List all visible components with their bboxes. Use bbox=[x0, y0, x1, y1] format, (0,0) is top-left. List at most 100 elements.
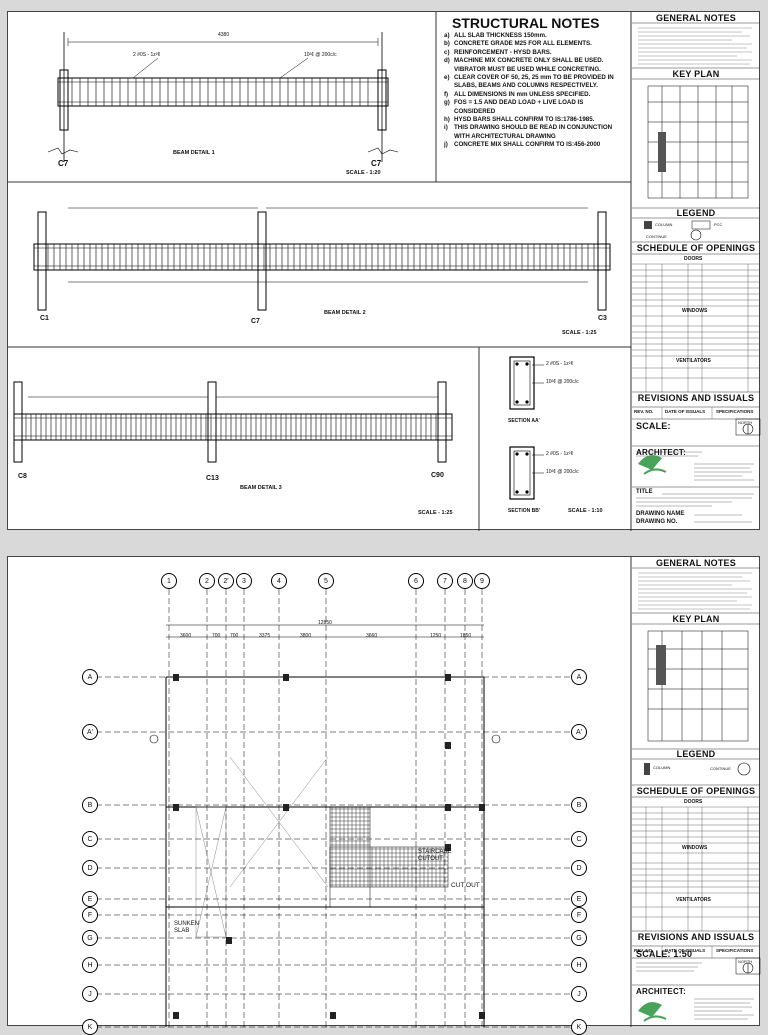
legend-pcc-label: PCC bbox=[714, 222, 723, 227]
grid-row-bubble: F bbox=[571, 907, 587, 923]
legend-heading-2: LEGEND bbox=[676, 749, 716, 759]
structural-note-item: c)REINFORCEMENT - HYSD BARS. bbox=[444, 49, 624, 57]
grid-column-bubble: 2 bbox=[199, 573, 215, 589]
structural-note-item: d)MACHINE MIX CONCRETE ONLY SHALL BE USE… bbox=[444, 57, 624, 74]
structural-note-text: CLEAR COVER OF 50, 25, 25 mm TO BE PROVI… bbox=[454, 74, 614, 90]
structural-note-item: b)CONCRETE GRADE M25 FOR ALL ELEMENTS. bbox=[444, 40, 624, 48]
rev-col-2: DATE OF ISSUALS bbox=[665, 409, 706, 414]
grid-row-bubble: H bbox=[82, 957, 98, 973]
grid-row-bubble: J bbox=[82, 986, 98, 1002]
section-a-label: SECTION AA' bbox=[508, 418, 540, 424]
legend-continue-label-2: CONTINUE bbox=[710, 766, 731, 771]
grid-row-bubble: E bbox=[571, 891, 587, 907]
sub-dimension: 1850 bbox=[460, 633, 472, 639]
rev-col-2-2: DATE OF ISSUALS bbox=[665, 948, 706, 953]
schedule-heading-2: SCHEDULE OF OPENINGS bbox=[636, 786, 756, 796]
grid-row-bubble: E bbox=[82, 891, 98, 907]
beam-3-col-left: C8 bbox=[18, 473, 27, 480]
title-block-2: GENERAL NOTES KEY PLAN LEGEND COLUMN CON… bbox=[632, 557, 761, 1027]
grid-row-bubble: D bbox=[571, 860, 587, 876]
structural-note-key: i) bbox=[444, 124, 448, 132]
grid-column-bubble: 7 bbox=[437, 573, 453, 589]
slab-plan-drawing bbox=[96, 557, 632, 1028]
title-block-2-lines bbox=[632, 567, 761, 1022]
key-plan-heading: KEY PLAN bbox=[672, 69, 720, 79]
structural-note-text: MACHINE MIX CONCRETE ONLY SHALL BE USED.… bbox=[454, 57, 604, 73]
scale-heading-2: SCALE: 1:50 bbox=[636, 949, 693, 959]
beam-3-col-mid: C13 bbox=[206, 475, 219, 482]
beam-3-title: BEAM DETAIL 3 bbox=[240, 485, 282, 491]
structural-note-text: ALL SLAB THICKNESS 150mm. bbox=[454, 32, 547, 39]
structural-note-text: ALL DIMENSIONS IN mm UNLESS SPECIFIED. bbox=[454, 90, 591, 98]
beam-1-col-left: C7 bbox=[58, 159, 69, 168]
beam-sections-drawing bbox=[509, 356, 544, 500]
structural-note-item: f) ALL DIMENSIONS IN mm UNLESS SPECIFIED. bbox=[444, 91, 624, 99]
structural-note-text: HYSD BARS SHALL CONFIRM TO IS:1786-1985. bbox=[454, 116, 595, 124]
beam-2-col-left: C1 bbox=[40, 315, 49, 322]
general-notes-heading: GENERAL NOTES bbox=[656, 13, 736, 23]
grid-column-bubble: 3 bbox=[236, 573, 252, 589]
structural-note-key: a) bbox=[444, 32, 450, 39]
schedule-heading: SCHEDULE OF OPENINGS bbox=[636, 243, 756, 253]
beam-2-col-mid: C7 bbox=[251, 318, 260, 325]
rev-col-3: SPECIFICATIONS bbox=[716, 409, 754, 414]
rev-col-3-2: SPECIFICATIONS bbox=[716, 948, 754, 953]
grid-row-bubble: C bbox=[82, 831, 98, 847]
cutout-label: CUT OUT bbox=[451, 882, 480, 889]
grid-row-bubble: A' bbox=[82, 724, 98, 740]
overall-dimension: 12850 bbox=[318, 620, 332, 626]
revisions-heading-2: REVISIONS AND ISSUALS bbox=[637, 932, 755, 942]
beam-1-bar-label: 2 #0S - 1z²¢ bbox=[133, 52, 161, 58]
beam-detail-3-drawing bbox=[13, 381, 453, 463]
beam-detail-2-drawing bbox=[33, 207, 611, 311]
beam-detail-1-drawing bbox=[47, 32, 399, 162]
doors-heading: DOORS bbox=[684, 256, 703, 262]
structural-note-text: FOS = 1.5 AND DEAD LOAD + LIVE LOAD IS C… bbox=[454, 99, 584, 115]
grid-column-bubble: 9 bbox=[474, 573, 490, 589]
sheet1-frame bbox=[8, 12, 632, 531]
structural-note-key: g) bbox=[444, 99, 450, 107]
beam-3-scale: SCALE - 1:25 bbox=[418, 510, 453, 516]
structural-note-key: b) bbox=[444, 40, 450, 48]
architect-heading: ARCHITECT: bbox=[636, 448, 686, 457]
legend-continue-label: CONTINUE bbox=[646, 234, 667, 239]
beam-1-title: BEAM DETAIL 1 bbox=[173, 150, 215, 156]
structural-note-key: h) bbox=[444, 116, 450, 124]
structural-note-item: e)CLEAR COVER OF 50, 25, 25 mm TO BE PRO… bbox=[444, 74, 624, 91]
beam-1-scale: SCALE - 1:20 bbox=[346, 170, 381, 176]
legend-column-label: COLUMN bbox=[655, 222, 673, 227]
windows-heading: WINDOWS bbox=[682, 308, 708, 314]
grid-row-bubble: B bbox=[82, 797, 98, 813]
drawing-sheet-beam-details: 4380 2 #0S - 1z²¢ 10²¢ @ 200c/c BEAM DET… bbox=[7, 11, 761, 531]
grid-row-bubble: A' bbox=[571, 724, 587, 740]
grid-row-bubble: C bbox=[571, 831, 587, 847]
grid-row-bubble: K bbox=[82, 1019, 98, 1035]
grid-row-bubble: J bbox=[571, 986, 587, 1002]
rev-col-1: REV. NO. bbox=[634, 409, 654, 414]
grid-row-bubble: D bbox=[82, 860, 98, 876]
structural-note-item: j)CONCRETE MIX SHALL CONFIRM TO IS:456-2… bbox=[444, 141, 624, 149]
grid-column-bubble: 5 bbox=[318, 573, 334, 589]
structural-note-text: CONCRETE MIX SHALL CONFIRM TO IS:456-200… bbox=[454, 141, 601, 149]
structural-note-key: f) bbox=[444, 90, 449, 98]
grid-column-bubble: 2' bbox=[218, 573, 234, 589]
sub-dimension: 3375 bbox=[259, 633, 271, 639]
grid-row-bubble: B bbox=[571, 797, 587, 813]
doors-heading-2: DOORS bbox=[684, 799, 703, 805]
beam-2-scale: SCALE - 1:25 bbox=[562, 330, 597, 336]
grid-column-bubble: 6 bbox=[408, 573, 424, 589]
ventilators-heading: VENTILATORS bbox=[676, 358, 711, 364]
beam-1-stirrup-label: 10²¢ @ 200c/c bbox=[304, 52, 337, 58]
windows-heading-2: WINDOWS bbox=[682, 845, 708, 851]
grid-column-bubble: 1 bbox=[161, 573, 177, 589]
grid-row-bubble: A bbox=[571, 669, 587, 685]
title-block-1: GENERAL NOTES KEY PLAN LEGEND COLUMN PCC… bbox=[632, 12, 761, 531]
beam-2-title: BEAM DETAIL 2 bbox=[324, 310, 366, 316]
beam-3-col-right: C90 bbox=[431, 472, 444, 479]
beam-2-col-right: C3 bbox=[598, 315, 607, 322]
sub-dimension: 3660 bbox=[366, 633, 378, 639]
grid-row-bubble: A bbox=[82, 669, 98, 685]
sub-dimension: 3800 bbox=[300, 633, 312, 639]
key-plan-heading-2: KEY PLAN bbox=[672, 614, 720, 624]
